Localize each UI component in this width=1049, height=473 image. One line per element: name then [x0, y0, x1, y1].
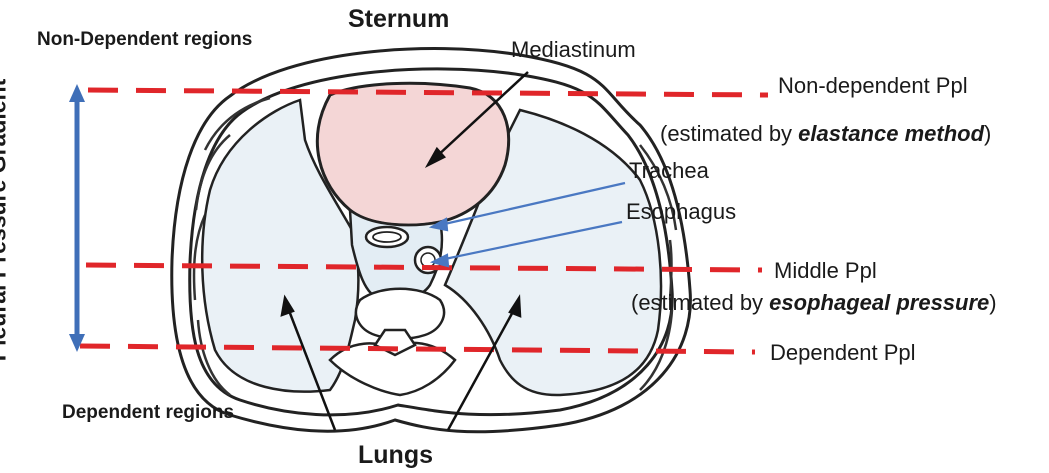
mediastinum-shape: [317, 83, 508, 225]
non-dependent-ppl-label: Non-dependent Ppl: [778, 75, 968, 97]
trachea-label: Trachea: [629, 160, 709, 182]
pleural-pressure-gradient-label: Pleural Pressure Gradient: [0, 79, 12, 362]
lungs-label: Lungs: [358, 443, 433, 468]
elastance-method-note: (estimated by elastance method): [660, 123, 991, 145]
dependent-ppl-label: Dependent Ppl: [770, 342, 916, 364]
non-dependent-ppl-line: [88, 90, 768, 95]
non-dependent-regions-label: Non-Dependent regions: [37, 30, 252, 49]
note-prefix: (estimated by: [660, 121, 798, 146]
esophagus-label: Esophagus: [626, 201, 736, 223]
elastance-method-emphasis: elastance method: [798, 121, 984, 146]
note-suffix: ): [984, 121, 991, 146]
dependent-regions-label: Dependent regions: [62, 403, 234, 422]
trachea-shape: [366, 227, 408, 247]
esophageal-pressure-emphasis: esophageal pressure: [769, 290, 989, 315]
middle-ppl-label: Middle Ppl: [774, 260, 877, 282]
esophageal-pressure-note: (estimated by esophageal pressure): [631, 292, 997, 314]
sternum-label: Sternum: [348, 7, 449, 32]
gradient-arrow: [69, 84, 85, 352]
note-suffix: ): [989, 290, 996, 315]
mediastinum-label: Mediastinum: [511, 39, 636, 61]
note-prefix: (estimated by: [631, 290, 769, 315]
